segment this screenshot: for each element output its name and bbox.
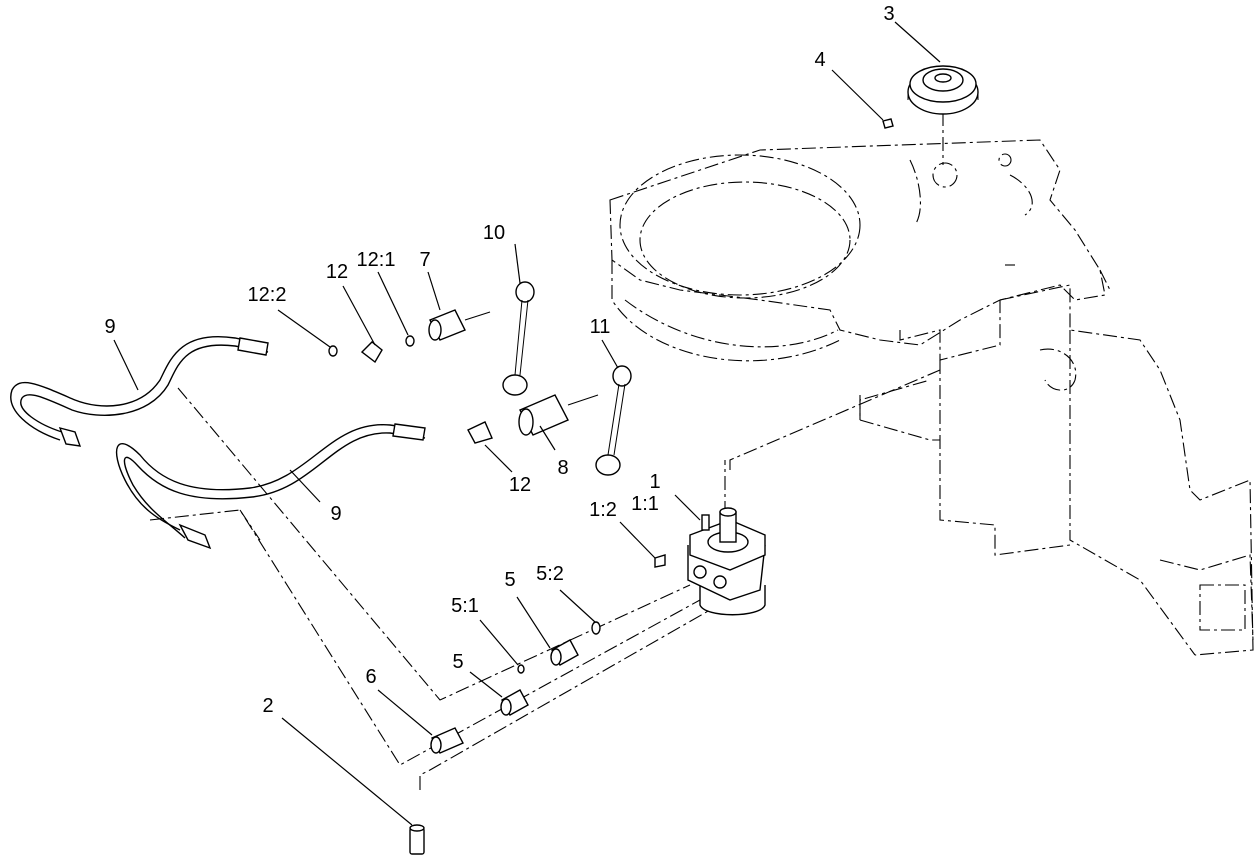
callout-1-2: 1:2 bbox=[589, 499, 617, 521]
callout-4: 4 bbox=[814, 49, 825, 71]
callout-7: 7 bbox=[419, 249, 430, 271]
callout-5-lower: 5 bbox=[452, 651, 463, 673]
leader-lines bbox=[113, 21, 941, 826]
hydraulic-hose-upper bbox=[10, 336, 269, 447]
hydraulic-motor bbox=[687, 507, 766, 616]
elbow-fitting-lower bbox=[467, 421, 493, 444]
frame-assembly bbox=[609, 139, 1254, 656]
quick-coupler-7 bbox=[428, 309, 491, 341]
fitting-upper bbox=[517, 621, 601, 674]
quick-coupler-6 bbox=[430, 727, 464, 754]
callout-12-upper: 12 bbox=[326, 261, 348, 283]
callout-8: 8 bbox=[557, 457, 568, 479]
centerlines bbox=[149, 112, 944, 790]
callout-11: 11 bbox=[590, 316, 611, 338]
bolt bbox=[409, 824, 425, 855]
hydraulic-hose-lower bbox=[115, 423, 426, 550]
callout-6: 6 bbox=[365, 666, 376, 688]
dust-cap-10 bbox=[502, 281, 535, 396]
fitting-lower bbox=[500, 689, 529, 716]
callout-3: 3 bbox=[883, 3, 894, 25]
callout-labels: 3 4 10 7 12:1 12 12:2 9 11 8 12 9 1 1:1 … bbox=[104, 3, 894, 717]
elbow-fitting-upper bbox=[328, 335, 415, 364]
callout-5-2: 5:2 bbox=[536, 563, 564, 585]
shaft-key bbox=[882, 118, 894, 129]
callout-1: 1 bbox=[649, 471, 660, 493]
callout-5-1: 5:1 bbox=[451, 595, 479, 617]
pulley bbox=[907, 65, 979, 115]
callout-9-lower: 9 bbox=[330, 503, 341, 525]
callout-2: 2 bbox=[262, 695, 273, 717]
quick-coupler-8 bbox=[518, 394, 599, 436]
callout-12-1: 12:1 bbox=[357, 249, 396, 271]
callout-9-upper: 9 bbox=[104, 316, 115, 338]
callout-1-1: 1:1 bbox=[631, 493, 659, 515]
callout-12-lower: 12 bbox=[509, 474, 531, 496]
callout-5-upper: 5 bbox=[504, 569, 515, 591]
callout-12-2: 12:2 bbox=[248, 284, 287, 306]
callout-10: 10 bbox=[483, 222, 505, 244]
dust-cap-11 bbox=[595, 365, 632, 476]
motor-key bbox=[654, 554, 666, 568]
